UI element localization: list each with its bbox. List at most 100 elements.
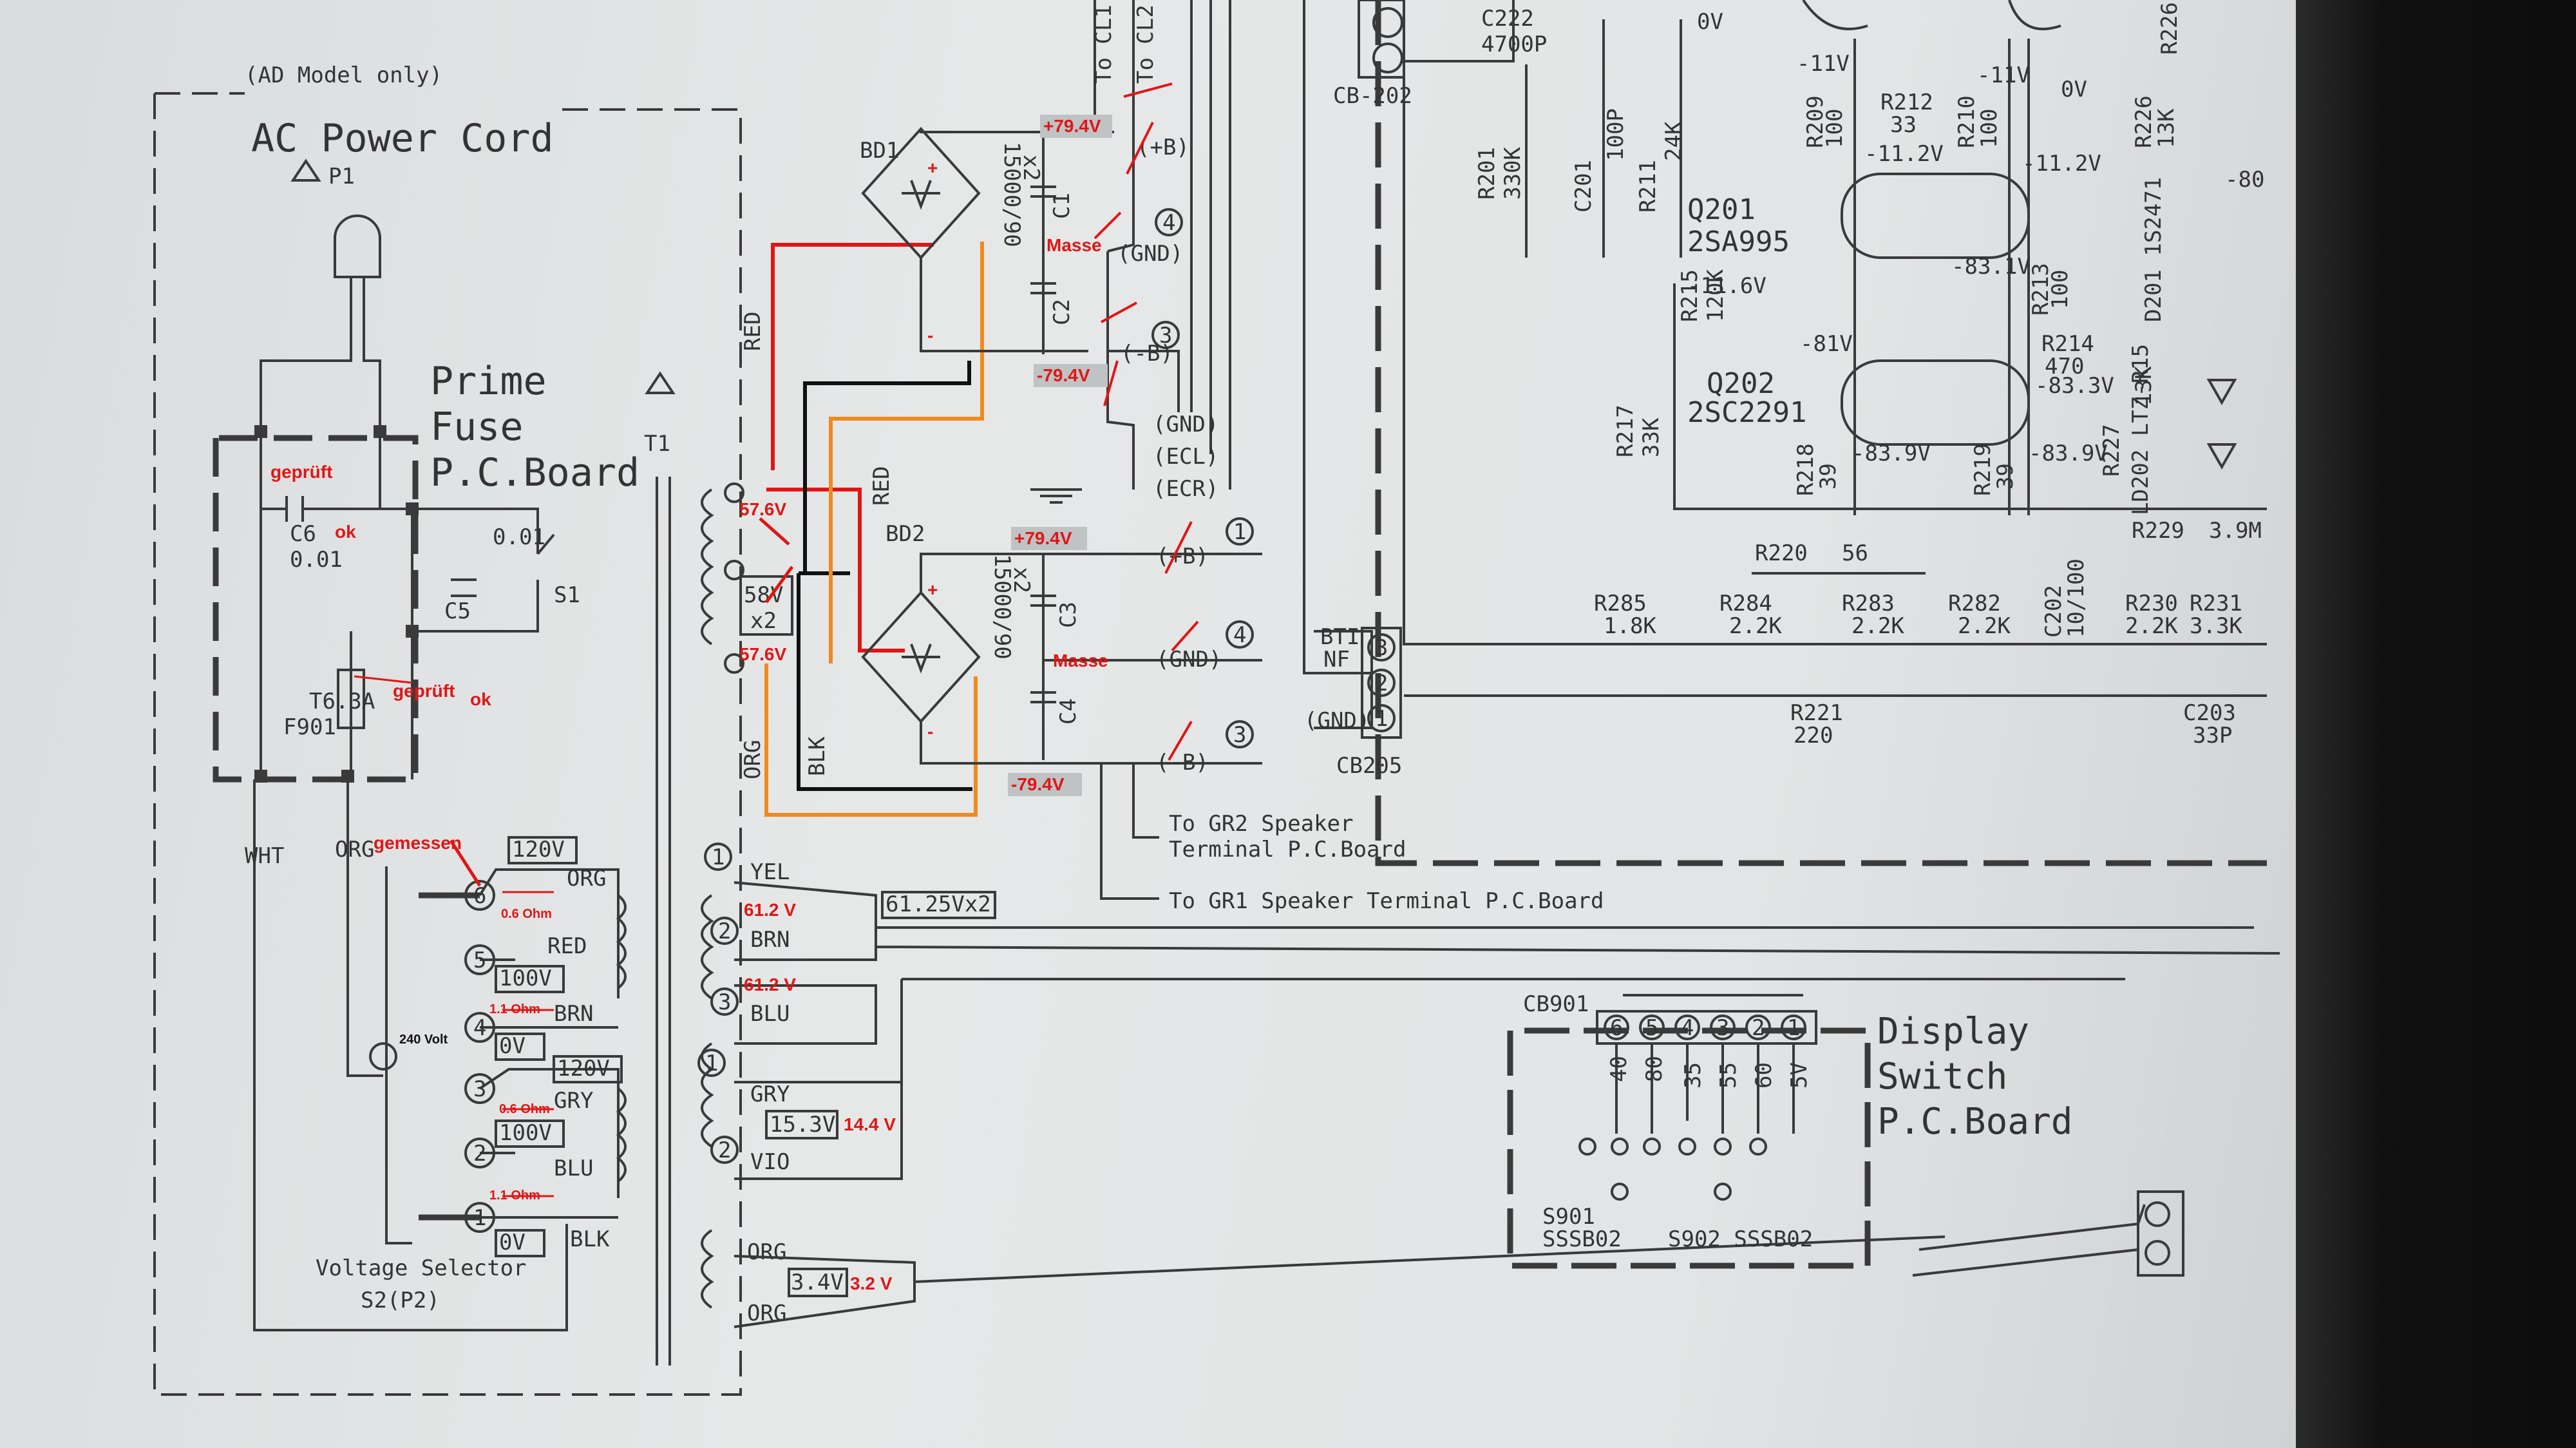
sec-58v-x2: x2: [750, 608, 777, 634]
sel-color-gry: GRY: [554, 1088, 593, 1114]
annot-minus-79v-top: -79.4V: [1037, 365, 1090, 385]
out-gnd-3: (GND): [1156, 647, 1222, 672]
annot-57v-b: 57.6V: [739, 644, 786, 664]
out-bneg-1: (-B): [1121, 341, 1173, 367]
amp-volt-4: -11.2V: [1864, 141, 1944, 167]
measurement-annotations: +79.4V Masse -79.4V 57.6V 57.6V +79.4V M…: [270, 82, 1199, 1293]
amp-volt-8: -81V: [1800, 331, 1853, 357]
c202-value: 10/100: [2063, 558, 2089, 638]
sel-pin-3: 3: [473, 1076, 486, 1102]
r283-label: R283: [1842, 591, 1895, 616]
annot-gepruft-2: geprüft: [393, 681, 455, 701]
sec-red-bd2: RED: [869, 466, 895, 506]
q202-value: 2SC2291: [1687, 396, 1806, 429]
out-pin-1b: 1: [1233, 519, 1246, 545]
fuse-title-2: Fuse: [430, 405, 524, 450]
r220-label: R220: [1755, 540, 1808, 566]
amp-volt-10: -83.9V: [1852, 441, 1931, 466]
amp-volt-11: -83.9V: [2029, 441, 2108, 466]
sel-pin-4: 4: [473, 1015, 486, 1041]
sel-volt-120-a: 120V: [512, 837, 565, 862]
black-wire-bd1: [803, 361, 971, 573]
q201-label: Q201: [1687, 193, 1756, 226]
gnd-label: (GND): [1304, 708, 1370, 734]
out-bpos-2: (+B): [1156, 544, 1209, 569]
amp-volt-1: -11V: [1797, 51, 1850, 77]
ac-cord-title: AC Power Cord: [251, 116, 554, 161]
cb901-net-60: 60: [1751, 1062, 1777, 1089]
cb901-pin-6: 6: [1610, 1015, 1623, 1041]
cb901-net-35: 35: [1680, 1062, 1706, 1089]
cb901-label: CB901: [1523, 991, 1589, 1017]
bd2-bridge-icon: [861, 591, 981, 723]
sec-red-top: RED: [740, 312, 766, 351]
s901-value: SSSB02: [1542, 1226, 1622, 1252]
org-label: ORG: [335, 837, 374, 862]
cb205-pin-2: 2: [1375, 671, 1388, 696]
r283-value: 2.2K: [1852, 613, 1904, 639]
voltage-selector-title: Voltage Selector: [316, 1255, 527, 1281]
sel-color-red: RED: [547, 933, 587, 959]
annot-gemessen: gemessen: [374, 833, 462, 853]
p1-ref: P1: [328, 164, 355, 189]
c202-label: C202: [2041, 585, 2067, 638]
cb901-pin-1: 1: [1787, 1015, 1800, 1041]
s901-label: S901: [1542, 1204, 1595, 1230]
fuse-title-3: P.C.Board: [430, 450, 639, 495]
display-title-3: P.C.Board: [1877, 1101, 2072, 1143]
cb901-pin-4: 4: [1681, 1015, 1694, 1041]
cb202-label: CB-202: [1333, 83, 1412, 109]
out-ecr: (ECR): [1153, 476, 1218, 502]
sec-vio-pin: 2: [718, 1138, 731, 1163]
c6-capacitor-icon: [285, 496, 304, 522]
r212-value: 33: [1890, 112, 1917, 138]
r209-label: R209: [1803, 95, 1828, 148]
sel-volt-120-b: 120V: [557, 1056, 610, 1081]
bd2-plus: +: [927, 580, 938, 600]
fuse-icon: [337, 669, 365, 729]
c203-label: C203: [2183, 700, 2236, 726]
ad-model-note: (AD Model only): [245, 62, 442, 88]
sec-34v-tag: 3.4V: [791, 1270, 844, 1295]
r217-label: R217: [1613, 405, 1638, 457]
orange-wire-1: [829, 242, 984, 663]
plug-icon: [334, 214, 381, 278]
out-ecl: (ECL): [1153, 444, 1218, 470]
annot-masse-2: Masse: [1053, 651, 1108, 671]
t1-label: T1: [644, 431, 670, 457]
r201-value: 330K: [1500, 147, 1526, 200]
annot-plus-79v-top: +79.4V: [1043, 116, 1101, 136]
sel-pin-5: 5: [473, 948, 486, 973]
r215-value: 120K: [1703, 269, 1728, 322]
c3-label: C3: [1056, 602, 1081, 628]
r219-value: 39: [1993, 463, 2018, 490]
annot-ohm-1: 0.6 Ohm: [501, 907, 552, 921]
display-title-1: Display: [1877, 1011, 2029, 1053]
r214-value: 470: [2045, 354, 2084, 379]
sel-volt-0-a: 0V: [499, 1033, 526, 1059]
annot-61v-a: 61.2 V: [744, 900, 796, 920]
amp-volt-7: -11.6V: [1687, 273, 1766, 299]
annot-masse-1: Masse: [1046, 235, 1102, 255]
r227-label: R227: [2099, 424, 2125, 477]
c3-c4-caps-icon: [1030, 595, 1056, 703]
c201-label: C201: [1571, 160, 1596, 213]
r282-value: 2.2K: [1958, 613, 2011, 639]
r218-label: R218: [1793, 443, 1819, 496]
ld202-label: LD202 LTZ-R15: [2128, 344, 2154, 515]
r212-label: R212: [1880, 90, 1933, 115]
r201-label: R201: [1474, 147, 1500, 200]
annot-61v-b: 61.2 V: [744, 975, 796, 995]
red-wire-bd1: [771, 243, 934, 470]
r230-value: 2.2K: [2125, 613, 2178, 639]
display-title-2: Switch: [1877, 1056, 2007, 1098]
to-cl2-label: To CL2: [1133, 5, 1159, 84]
sel-pin-1: 1: [473, 1205, 486, 1231]
annot-14v: 14.4 V: [844, 1114, 896, 1134]
schematic-sheet: [0, 0, 2296, 1448]
cb901-pin-3: 3: [1716, 1015, 1729, 1041]
sec-tap1-color: YEL: [750, 859, 790, 885]
black-wire-bd2: [797, 571, 972, 791]
r226-value: 13K: [2154, 108, 2179, 148]
